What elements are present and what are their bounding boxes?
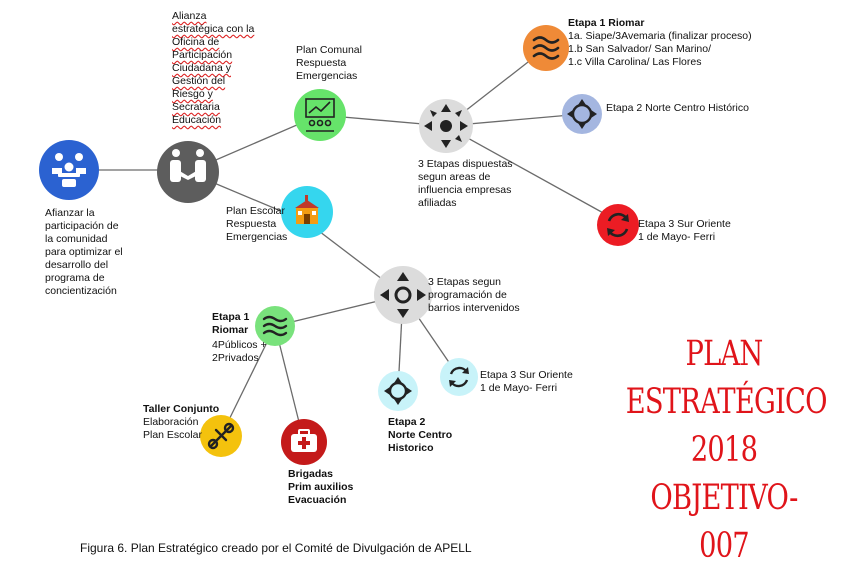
compass-arrows-icon xyxy=(380,272,426,318)
taller-title: Taller Conjunto xyxy=(143,403,220,415)
etapa3-top-node xyxy=(597,204,639,246)
presentation-board-icon xyxy=(305,98,335,132)
rotate-arrows-icon xyxy=(607,212,629,238)
alianza-node xyxy=(157,141,219,203)
etapas-programacion-node-circle xyxy=(374,266,432,324)
etapa2-top-node-circle xyxy=(562,94,602,134)
team-meeting-icon xyxy=(52,153,86,187)
etapa2-top-label: Etapa 2 Norte Centro Histórico xyxy=(606,102,749,114)
root-node xyxy=(39,140,99,200)
etapas-programacion-label: 3 Etapas segun programación de barrios i… xyxy=(428,276,520,314)
plan-escolar-label: Plan Escolar Respuesta Emergencias xyxy=(226,205,288,243)
etapa3-top-label: Etapa 3 Sur Oriente 1 de Mayo- Ferri xyxy=(638,218,731,243)
etapa2-top-node xyxy=(562,94,602,134)
plan-comunal-node xyxy=(294,89,346,141)
rotate-arrows-icon xyxy=(449,366,469,388)
waves-icon xyxy=(532,36,560,60)
etapa2-bottom-label: Etapa 2 Norte Centro Historico xyxy=(388,416,453,454)
etapa1-riomar-top-node xyxy=(523,25,569,71)
puzzle-tools-icon xyxy=(207,422,235,450)
brigadas-node xyxy=(281,419,327,465)
etapa1-bottom-node xyxy=(255,306,295,346)
etapas-dispuestas-label: 3 Etapas dispuestas segun areas de influ… xyxy=(418,158,513,209)
magnifier-arrows-icon xyxy=(424,104,468,148)
plan-title-line1: PLAN ESTRATÉGICO xyxy=(625,334,828,422)
etapa1-bottom-label: 4Públicos + 2Privados xyxy=(212,339,267,364)
etapa3-bottom-label: Etapa 3 Sur Oriente 1 de Mayo- Ferri xyxy=(480,369,573,394)
etapa1-bottom-title: Etapa 1 Riomar xyxy=(212,311,250,336)
recycle-arrows-icon xyxy=(567,99,597,129)
etapa3-bottom-node xyxy=(440,358,478,396)
taller-node xyxy=(200,415,242,457)
brigadas-label: Brigadas Prim auxilios Evacuación xyxy=(288,468,354,506)
etapas-programacion-node xyxy=(374,266,432,324)
first-aid-kit-icon xyxy=(291,429,317,452)
etapa3-top-node-circle xyxy=(597,204,639,246)
etapa2-bottom-node xyxy=(378,371,418,411)
plan-comunal-node-circle xyxy=(294,89,346,141)
figure-caption: Figura 6. Plan Estratégico creado por el… xyxy=(80,541,472,555)
waves-icon xyxy=(262,315,288,337)
alianza-label: Alianza estratégica con la Oficina de Pa… xyxy=(172,10,255,126)
mind-map-diagram xyxy=(39,25,639,465)
plan-title: PLAN ESTRATÉGICO 2018 OBJETIVO-007 xyxy=(625,330,828,570)
school-building-icon xyxy=(295,195,319,224)
etapa2-bottom-node-circle xyxy=(378,371,418,411)
taller-label: Elaboración Plan Escolar xyxy=(143,416,202,441)
etapas-dispuestas-node xyxy=(419,99,473,153)
recycle-arrows-icon xyxy=(384,377,412,405)
etapa1-riomar-top-title: Etapa 1 Riomar xyxy=(568,17,645,29)
alianza-node-circle xyxy=(157,141,219,203)
plan-title-line2: 2018 xyxy=(690,430,758,470)
plan-escolar-node xyxy=(281,186,333,238)
etapa1-riomar-top-label: 1a. Siape/3Avemaria (finalizar proceso) … xyxy=(568,30,752,68)
handshake-icon xyxy=(170,149,206,182)
etapa3-bottom-node-circle xyxy=(440,358,478,396)
root-label: Afianzar la participación de la comunida… xyxy=(45,207,123,297)
plan-title-line3: OBJETIVO-007 xyxy=(650,478,798,566)
plan-comunal-label: Plan Comunal Respuesta Emergencias xyxy=(296,44,362,82)
